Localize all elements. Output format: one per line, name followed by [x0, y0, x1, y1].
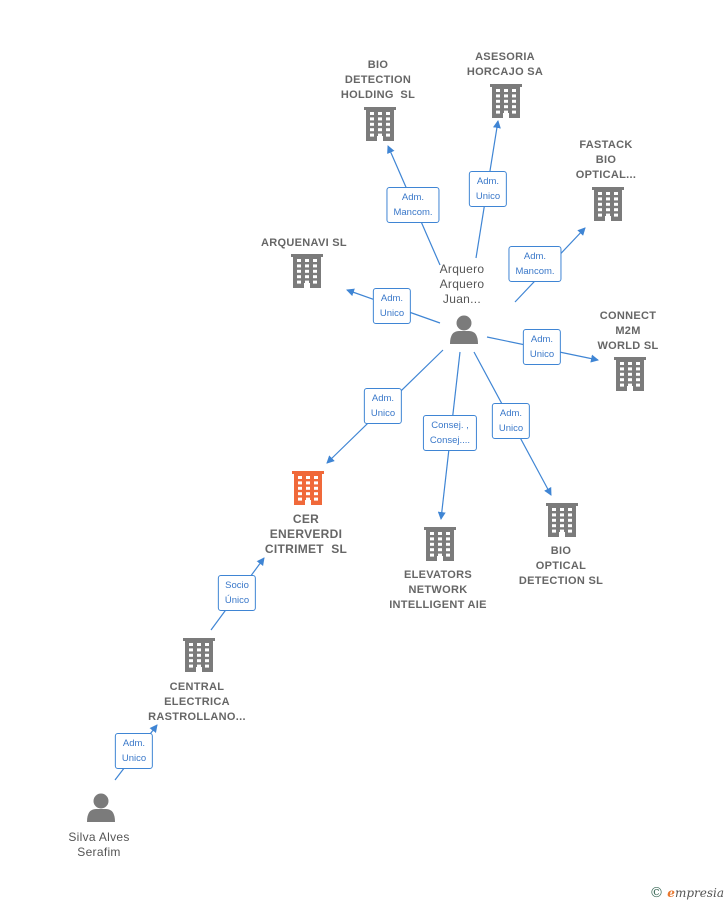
edge-label-arquero-to-bio_optical[interactable]: Adm. Unico	[491, 403, 531, 439]
building-icon-cer[interactable]	[292, 471, 324, 505]
node-label-silva[interactable]: Silva Alves Serafim	[68, 830, 130, 859]
building-icon-connect[interactable]	[614, 357, 646, 391]
edge-label-arquero-to-asesoria[interactable]: Adm. Unico	[468, 171, 508, 207]
node-label-cer[interactable]: CER ENERVERDI CITRIMET SL	[264, 512, 348, 556]
node-label-fastack[interactable]: FASTACK BIO OPTICAL...	[575, 139, 637, 181]
node-label-bio_detection[interactable]: BIO DETECTION HOLDING SL	[340, 59, 416, 101]
building-icon-fastack[interactable]	[592, 187, 624, 221]
node-label-elevators[interactable]: ELEVATORS NETWORK INTELLIGENT AIE	[389, 569, 487, 611]
node-label-arquenavi[interactable]: ARQUENAVI SL	[261, 237, 347, 249]
building-icon-asesoria[interactable]	[490, 84, 522, 118]
building-icon-elevators[interactable]	[424, 527, 456, 561]
edge-label-arquero-to-connect[interactable]: Adm. Unico	[522, 329, 562, 365]
copyright-icon: ©	[649, 885, 664, 901]
edge-label-arquero-to-bio_detection[interactable]: Adm. Mancom.	[386, 187, 440, 223]
edge-label-arquero-to-elevators[interactable]: Consej. , Consej....	[422, 415, 478, 451]
building-icon-central[interactable]	[183, 638, 215, 672]
building-icon-arquenavi[interactable]	[291, 254, 323, 288]
person-icon-silva[interactable]	[87, 793, 115, 823]
node-label-bio_optical[interactable]: BIO OPTICAL DETECTION SL	[518, 545, 604, 587]
building-icon-bio_optical[interactable]	[546, 503, 578, 537]
person-icon-arquero[interactable]	[450, 315, 478, 345]
node-label-central[interactable]: CENTRAL ELECTRICA RASTROLLANO...	[148, 681, 246, 723]
building-icon-bio_detection[interactable]	[364, 107, 396, 141]
empresia-logo[interactable]: © empresia	[649, 885, 724, 901]
node-label-arquero[interactable]: Arquero Arquero Juan...	[439, 262, 485, 306]
edge-label-silva-to-central[interactable]: Adm. Unico	[114, 733, 154, 769]
node-label-asesoria[interactable]: ASESORIA HORCAJO SA	[466, 51, 544, 78]
edge-label-arquero-to-arquenavi[interactable]: Adm. Unico	[372, 288, 412, 324]
node-label-connect[interactable]: CONNECT M2M WORLD SL	[597, 310, 659, 352]
edge-label-central-to-cer[interactable]: Socio Único	[217, 575, 257, 611]
edge-label-arquero-to-cer[interactable]: Adm. Unico	[363, 388, 403, 424]
edge-label-arquero-to-fastack[interactable]: Adm. Mancom.	[508, 246, 562, 282]
